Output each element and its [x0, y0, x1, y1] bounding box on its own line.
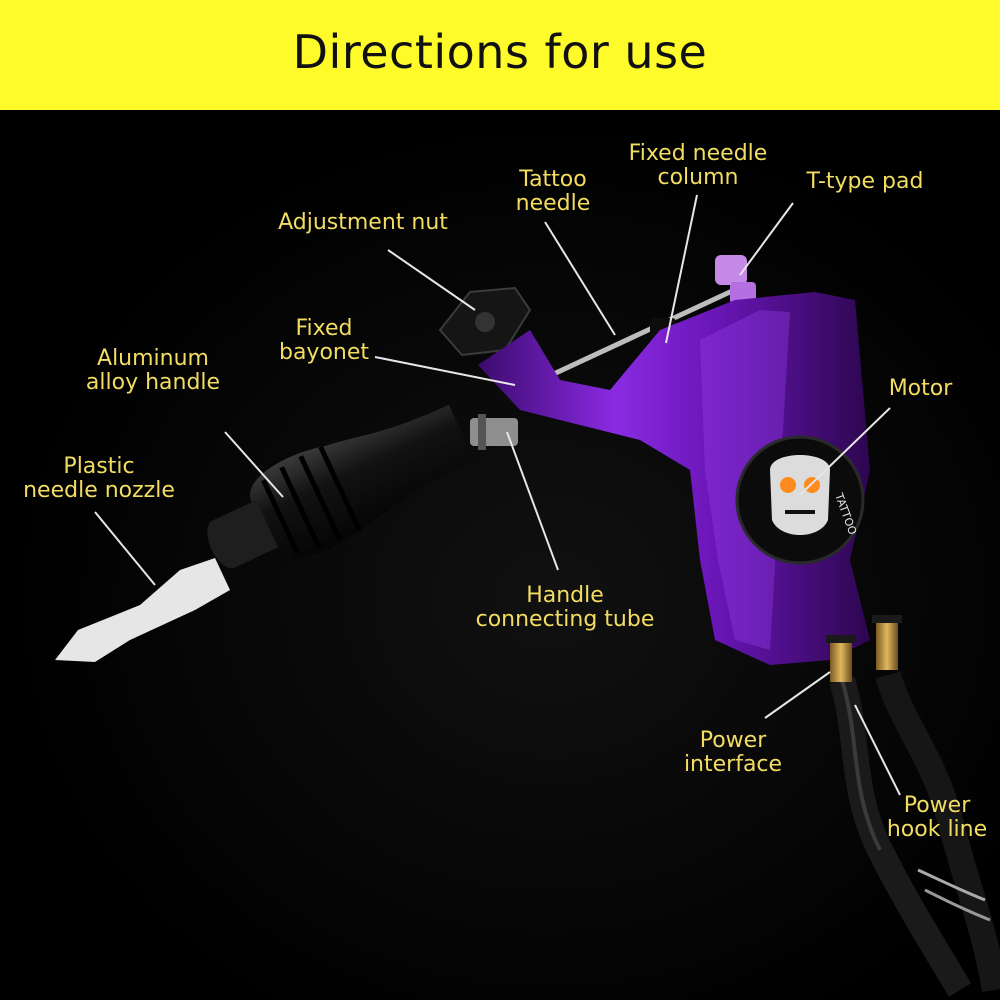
leader-aluminum-handle	[224, 431, 284, 498]
aluminum-handle	[207, 404, 475, 569]
label-motor: Motor	[888, 376, 953, 401]
label-t-type-pad: T-type pad	[806, 169, 924, 194]
label-aluminum-handle: Aluminum alloy handle	[85, 346, 221, 395]
leader-t-type-pad	[739, 202, 794, 276]
needle-bar	[543, 282, 747, 381]
label-fixed-needle-column: Fixed needle column	[628, 141, 768, 190]
t-type-pad	[715, 255, 756, 304]
leader-power-hook-line	[854, 704, 901, 796]
label-power-hook-line: Power hook line	[886, 794, 988, 842]
leader-fixed-bayonet	[374, 356, 516, 386]
leader-plastic-needle-nozzle	[94, 511, 156, 586]
leader-lines	[94, 194, 901, 796]
leader-motor	[799, 407, 891, 496]
label-plastic-needle-nozzle: Plastic needle nozzle	[23, 454, 175, 503]
label-fixed-bayonet: Fixed bayonet	[278, 316, 370, 365]
leader-power-interface	[764, 671, 831, 719]
header-banner: Directions for use	[0, 0, 1000, 110]
label-handle-connecting-tube: Handle connecting tube	[475, 583, 655, 632]
power-interface	[826, 615, 902, 682]
label-tattoo-needle: Tattoo needle	[515, 167, 591, 216]
plastic-needle-nozzle	[55, 558, 230, 662]
leader-adjustment-nut	[387, 249, 476, 311]
leader-fixed-needle-column	[665, 194, 698, 344]
label-power-interface: Power interface	[683, 728, 783, 777]
power-cords	[829, 671, 1000, 997]
leader-tattoo-needle	[544, 221, 616, 336]
leader-handle-connecting-tube	[506, 431, 559, 571]
adjustment-nut	[438, 286, 532, 357]
page-title: Directions for use	[292, 25, 708, 79]
motor-logo-badge: TATTOO	[735, 435, 865, 565]
label-adjustment-nut: Adjustment nut	[278, 210, 448, 235]
